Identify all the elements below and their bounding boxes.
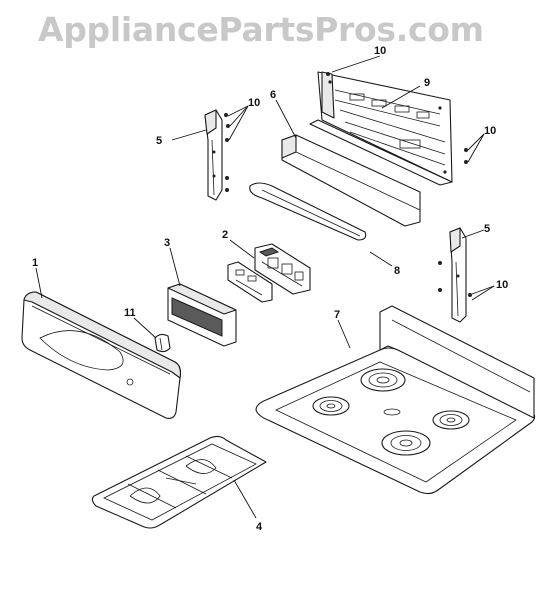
control-board-part-2[interactable] [227,243,311,303]
callout-5-left: 5 [156,135,162,147]
vent-panel-part-6[interactable] [281,134,421,227]
callout-4: 4 [256,521,263,533]
trim-strip-part-8[interactable] [249,182,367,241]
callout-10-left: 10 [248,97,260,109]
callout-3: 3 [164,237,170,249]
callout-2: 2 [222,229,228,241]
burner-group [312,368,470,456]
callout-6: 6 [270,89,276,101]
knob-clip-part-11[interactable] [154,333,171,353]
callout-5-right: 5 [484,223,490,235]
callout-11: 11 [124,307,136,319]
side-bracket-right-part-5[interactable] [449,227,467,323]
control-panel-part-1[interactable] [21,291,181,419]
grate-part-4[interactable] [91,435,267,529]
callout-1: 1 [32,257,38,269]
callout-10-right-upper: 10 [484,125,496,137]
leader-lines [35,55,495,519]
side-bracket-left-part-5[interactable] [204,109,223,201]
callout-10-right-lower: 10 [496,279,508,291]
display-bezel-part-3[interactable] [167,283,237,347]
callout-7: 7 [334,309,340,321]
watermark-logo: AppliancePartsPros.com [38,10,484,49]
callout-labels: 10 9 6 10 5 10 5 10 2 3 8 1 11 7 4 [32,45,508,533]
rear-bracket-part-9[interactable] [309,71,453,186]
callout-9: 9 [424,77,430,89]
callout-8: 8 [394,265,400,277]
callout-10-top: 10 [374,45,386,57]
screws-part-10 [224,72,472,297]
cooktop-part-7[interactable] [255,305,536,495]
